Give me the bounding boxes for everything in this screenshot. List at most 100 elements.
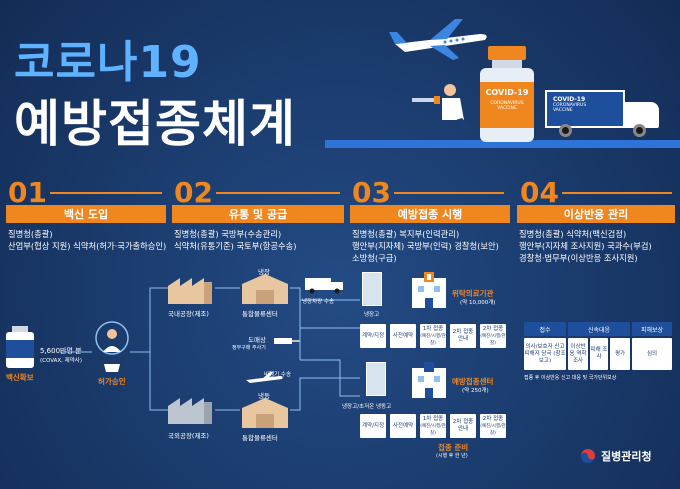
adverse-table-header: 접수 bbox=[524, 322, 566, 336]
clinic-building-icon bbox=[412, 272, 446, 308]
truck-text-3: VACCINE bbox=[553, 108, 573, 113]
process-card-sub: (예진/시행/관찰) bbox=[420, 333, 446, 346]
center-prep-label: 접종 준비 bbox=[438, 443, 469, 452]
step-2-desc-line: 질병청(총괄) 국방부(수송관리) bbox=[174, 229, 282, 239]
center-count-label: (약 250개) bbox=[462, 388, 489, 394]
step-1-number: 01 bbox=[8, 176, 47, 209]
wholesaler-label: 도매상 bbox=[248, 336, 266, 344]
step-4-number: 04 bbox=[520, 176, 559, 209]
fridge-bottom-label: 냉동 bbox=[258, 392, 270, 400]
logistics-bottom-label: 통합물류센터 bbox=[242, 434, 278, 442]
process-card: 2차 접종 (예진/시행/관찰) bbox=[480, 414, 506, 438]
adverse-table-header: 신속대응 bbox=[568, 322, 630, 336]
title-line-2: 예방접종체계 bbox=[14, 95, 296, 153]
logistics-center-top-icon bbox=[242, 274, 288, 304]
flow-lines bbox=[60, 287, 360, 411]
syringe-note-label: 정부구매 주사기 bbox=[232, 345, 266, 351]
domestic-factory-icon bbox=[168, 278, 212, 304]
truck-text-1: COVID-19 bbox=[553, 96, 586, 103]
adverse-table-note: 접종 후 이상반응 신고 대응 및 국가단위보상 bbox=[524, 375, 617, 381]
step-1-desc-line: 산업부(협상 지원) 식약처(허가·국가출하승인) bbox=[8, 241, 167, 251]
vial-text-2: CORONAVIRUS bbox=[490, 101, 524, 106]
adverse-table-cell: 심의 bbox=[632, 338, 672, 370]
step-2-number: 02 bbox=[174, 176, 213, 209]
approval-label: 허가승인 bbox=[98, 377, 126, 386]
adverse-table-cell: 피해 조사 bbox=[590, 338, 608, 370]
adverse-table-cell: 이상반응 역학조사 bbox=[568, 338, 588, 370]
step-3-desc-line: 소방청(구급) bbox=[352, 253, 397, 263]
center-title-label: 예방접종센터 bbox=[452, 377, 494, 386]
process-card: 2차 접종 안내 bbox=[450, 414, 476, 438]
center-prep-sub-label: (시행 후 한 년) bbox=[436, 453, 468, 459]
process-card-label: 2차 접종 bbox=[482, 415, 504, 422]
step-2-desc: 질병청(총괄) 국방부(수송관리) 식약처(유통기준) 국토부(항공수송) bbox=[174, 228, 346, 252]
process-card: 2차 접종 안내 bbox=[450, 324, 476, 348]
truck-transport-label: 냉장차량 수송 bbox=[302, 299, 335, 305]
step-4-desc-line: 행안부(지자체 조사지원) 국과수(부검) bbox=[519, 241, 652, 251]
truck-text-2: CORONAVIRUS bbox=[553, 103, 587, 108]
taegeuk-logo-icon bbox=[581, 449, 595, 463]
process-card-label: 1차 접종 bbox=[422, 415, 444, 422]
step-3-desc-line: 질병청(총괄) 복지부(인력관리) bbox=[352, 229, 460, 239]
step-3-title: 예방접종 시행 bbox=[350, 205, 510, 223]
process-card: 사전예약 bbox=[390, 414, 416, 438]
adverse-table-cell: 의사/보호자 신고 피해자 당국 (참조 보고) bbox=[524, 338, 566, 370]
step-3-number: 03 bbox=[352, 176, 391, 209]
process-card-label: 2차 접종 bbox=[482, 325, 504, 332]
adverse-table-cell: 평가 bbox=[610, 338, 630, 370]
fridge-top-label: 냉장 bbox=[258, 268, 270, 276]
step-1-desc-line: 질병청(총괄) bbox=[8, 229, 53, 239]
delivery-truck-icon: COVID-19 CORONAVIRUS VACCINE bbox=[545, 90, 663, 140]
process-card: 1차 접종 (예진/시행/관찰) bbox=[420, 324, 446, 348]
step-1-title: 백신 도입 bbox=[6, 205, 166, 223]
title-line-1: 코로나19 bbox=[14, 37, 202, 88]
cold-storage-bottom-label: 냉장고/초저온 냉동고 bbox=[342, 404, 392, 410]
logistics-center-bottom-icon bbox=[242, 398, 288, 428]
clinic-title-label: 위탁의료기관 bbox=[452, 289, 494, 298]
overseas-factory-label: 국외공장(제조) bbox=[168, 432, 209, 440]
small-airplane-icon bbox=[246, 372, 283, 383]
step-2-desc-line: 식약처(유통기준) 국토부(항공수송) bbox=[174, 241, 297, 251]
process-card: 사전예약 bbox=[390, 324, 416, 348]
step-2-title: 유통 및 공급 bbox=[172, 205, 344, 223]
step-3-desc-line: 행안부(지자체) 국방부(인력) 경찰청(보안) bbox=[352, 241, 499, 251]
adverse-table-header: 피해보상 bbox=[632, 322, 672, 336]
step-4-line bbox=[562, 192, 672, 194]
process-card: 계약/지정 bbox=[360, 414, 386, 438]
running-person-syringe-icon bbox=[412, 84, 474, 140]
step-2-line bbox=[216, 192, 340, 194]
logistics-top-label: 통합물류센터 bbox=[242, 310, 278, 318]
step-4-desc-line: 경찰청·법무부(이상반응 조사지원) bbox=[519, 253, 638, 263]
step-4-title: 이상반응 관리 bbox=[517, 205, 675, 223]
approval-doctor-icon bbox=[95, 321, 129, 372]
process-card: 계약/지정 bbox=[360, 324, 386, 348]
vaccine-secured-label: 백신확보 bbox=[6, 373, 34, 382]
freezer-icon bbox=[366, 362, 386, 396]
aircraft-transport-label: 비행기 수송 bbox=[264, 372, 292, 378]
process-card: 2차 접종 (예진/시행/관찰) bbox=[480, 324, 506, 348]
airplane-icon bbox=[389, 19, 487, 60]
kdca-logo: 질병관리청 bbox=[580, 448, 652, 464]
vial-text-1: COVID-19 bbox=[485, 88, 529, 97]
refrigerator-icon bbox=[362, 272, 382, 306]
process-card-sub: (예진/시행/관찰) bbox=[480, 423, 506, 436]
step-1-desc: 질병청(총괄) 산업부(협상 지원) 식약처(허가·국가출하승인) bbox=[8, 228, 168, 252]
step-4-desc: 질병청(총괄) 식약처(백신검정) 행안부(지자체 조사지원) 국과수(부검) … bbox=[519, 228, 679, 264]
small-truck-icon bbox=[305, 278, 343, 294]
vaccine-vial-icon: COVID-19 CORONAVIRUS VACCINE bbox=[480, 46, 534, 142]
doses-sub-label: (COVAX, 제약사) bbox=[40, 358, 82, 364]
clinic-count-label: (약 10,000개) bbox=[460, 300, 496, 306]
syringe-icon bbox=[274, 338, 300, 344]
doses-label: 5,600만명 분 bbox=[40, 347, 82, 355]
title-underline bbox=[325, 140, 680, 148]
step-1-line bbox=[50, 192, 162, 194]
process-card-label: 1차 접종 bbox=[422, 325, 444, 332]
vial-text-3: VACCINE bbox=[497, 106, 517, 111]
vaccine-bottle-icon bbox=[6, 326, 34, 368]
step-3-desc: 질병청(총괄) 복지부(인력관리) 행안부(지자체) 국방부(인력) 경찰청(보… bbox=[352, 228, 517, 264]
overseas-factory-icon bbox=[168, 398, 212, 424]
kdca-logo-text: 질병관리청 bbox=[601, 450, 652, 463]
domestic-factory-label: 국내공장(제조) bbox=[168, 310, 209, 318]
process-card-sub: (예진/시행/관찰) bbox=[420, 423, 446, 436]
cold-storage-top-label: 냉장고 bbox=[364, 312, 380, 318]
